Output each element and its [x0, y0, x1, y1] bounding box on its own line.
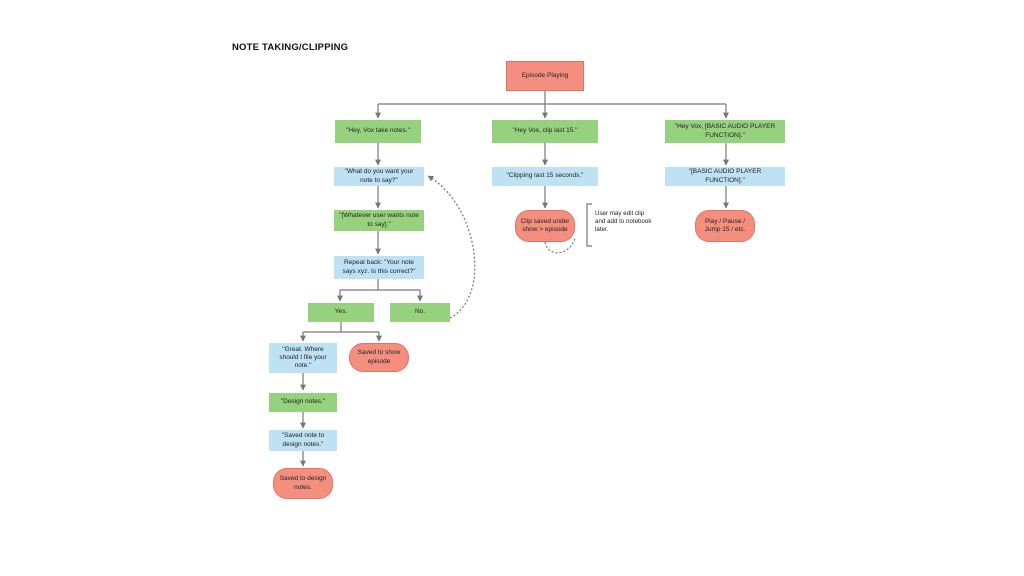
node-where-file: "Great. Where should I file your note.": [269, 343, 337, 373]
clip-edit-annotation: User may edit clip and add to notebook l…: [595, 210, 652, 234]
node-episode-playing: Episode Playing: [506, 61, 584, 91]
node-saved-note-design: "Saved note to design notes.": [269, 430, 337, 451]
node-user-says: "[Whatever user wants note to say].": [334, 210, 424, 231]
node-no: No.: [390, 303, 450, 322]
node-design-notes: "Design notes.": [269, 393, 337, 412]
node-saved-design: Saved to design notes.: [273, 468, 333, 499]
connector-clip-note-bracket: [586, 203, 592, 247]
connector-no-loop-back: [427, 175, 476, 319]
node-clip-saved: Clip saved under show > episode: [515, 210, 575, 242]
node-ask-note: "What do you want your note to say?": [334, 167, 424, 186]
node-repeat-back: Repeat back: "Your note says xyz. Is thi…: [334, 256, 424, 279]
node-basic-echo: "[BASIC AUDIO PLAYER FUNCTION].": [665, 167, 785, 186]
node-clipping: "Clipping last 15 seconds.": [492, 167, 598, 186]
node-saved-show: Saved to show episode: [349, 343, 409, 372]
node-cmd-clip: "Hey Vox, clip last 15.": [492, 120, 598, 143]
node-cmd-take-notes: "Hey, Vox take notes.": [335, 120, 421, 143]
diagram-title: NOTE TAKING/CLIPPING: [232, 42, 349, 53]
node-cmd-basic: "Hey Vox, [BASIC AUDIO PLAYER FUNCTION].…: [665, 120, 785, 143]
node-yes: Yes.: [308, 303, 374, 322]
node-play-pause: Play / Pause / Jump 15 / etc.: [695, 210, 755, 242]
